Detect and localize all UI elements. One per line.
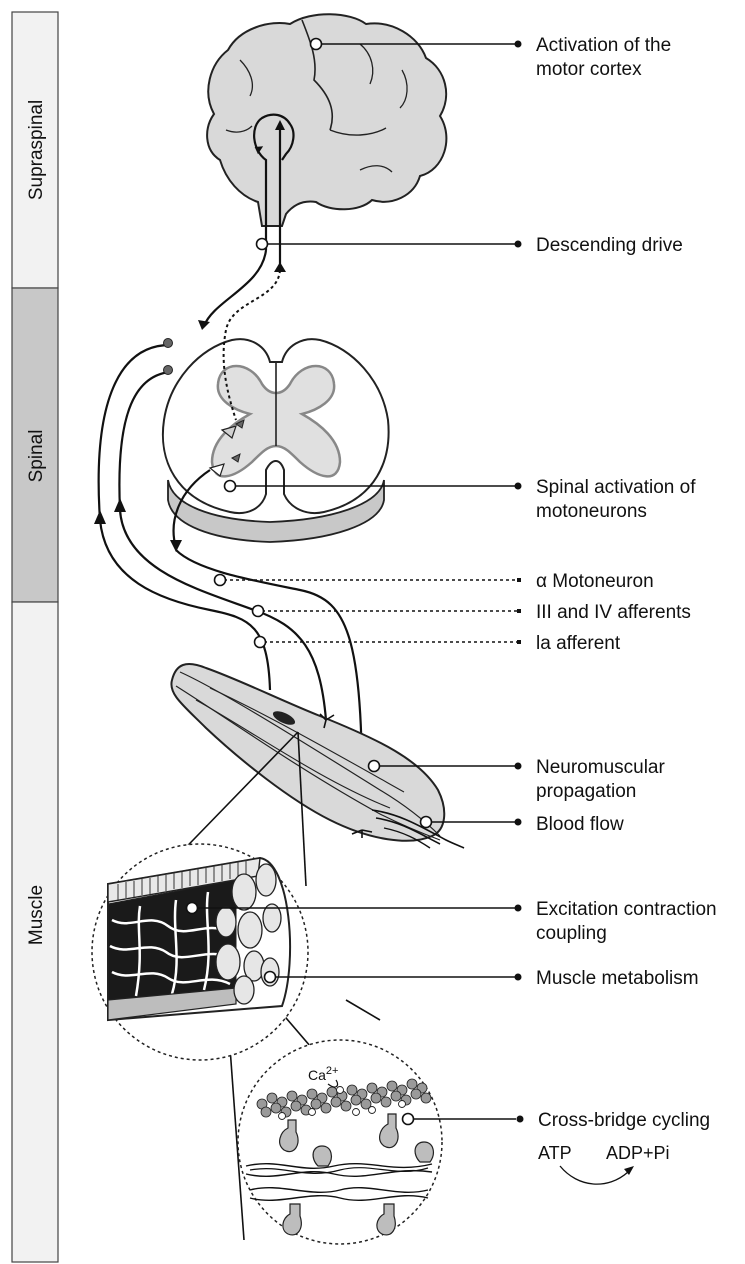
fibre-end-4: [238, 912, 262, 948]
label-ecc-line2: coupling: [536, 923, 607, 944]
node-metabolism: [265, 972, 276, 983]
marker-alpha-motoneuron: [517, 578, 521, 582]
level-bands: Supraspinal Spinal Muscle: [12, 12, 58, 1262]
band-label-supraspinal: Supraspinal: [26, 100, 47, 200]
fibre-end-3: [216, 907, 236, 937]
calcium-label-base: Ca: [308, 1067, 326, 1083]
label-afferents-34: III and IV afferents: [536, 602, 691, 623]
label-afferents-34-line1: III and IV afferents: [536, 602, 691, 623]
sensory-dot-1: [164, 339, 173, 348]
fibre-end-8: [234, 976, 254, 1004]
bullet-blood-flow: [515, 819, 522, 826]
marker-afferents-34: [517, 609, 521, 613]
fibre-end-6: [216, 944, 240, 980]
calcium-label-charge: 2+: [326, 1065, 339, 1077]
node-crossbridge: [403, 1114, 414, 1125]
label-blood-flow: Blood flow: [536, 814, 624, 835]
label-alpha-motoneuron-line1: α Motoneuron: [536, 571, 654, 592]
band-label-spinal: Spinal: [26, 430, 47, 483]
label-ia-afferent-line1: la afferent: [536, 633, 621, 654]
label-neuromuscular: Neuromuscular propagation: [536, 757, 670, 802]
bullet-crossbridge: [517, 1116, 524, 1123]
node-blood-flow: [421, 817, 432, 828]
bullet-motor-cortex: [515, 41, 522, 48]
node-ia-afferent: [255, 637, 266, 648]
label-neuromuscular-line2: propagation: [536, 781, 636, 802]
node-ecc: [187, 903, 198, 914]
node-alpha-motoneuron: [215, 575, 226, 586]
crossbridge-inset: Ca2+: [238, 1040, 442, 1244]
label-descending-drive: Descending drive: [536, 235, 683, 256]
node-descending-drive: [257, 239, 268, 250]
label-neuromuscular-line1: Neuromuscular: [536, 757, 665, 778]
spinal-cord: [163, 339, 389, 542]
bullet-spinal-activation: [515, 483, 522, 490]
node-spinal-activation: [225, 481, 236, 492]
label-metabolism: Muscle metabolism: [536, 968, 699, 989]
label-descending-drive-line1: Descending drive: [536, 235, 683, 256]
label-motor-cortex-line2: motor cortex: [536, 59, 642, 80]
label-spinal-activation-line2: motoneurons: [536, 501, 647, 522]
marker-ia-afferent: [517, 640, 521, 644]
label-motor-cortex-line1: Activation of the: [536, 35, 671, 56]
bullet-metabolism: [515, 974, 522, 981]
sensory-dot-2: [164, 366, 173, 375]
label-crossbridge: Cross-bridge cycling: [538, 1110, 710, 1131]
label-blood-flow-line1: Blood flow: [536, 814, 624, 835]
label-metabolism-line1: Muscle metabolism: [536, 968, 699, 989]
label-ecc-line1: Excitation contraction: [536, 899, 717, 920]
label-alpha-motoneuron: α Motoneuron: [536, 571, 654, 592]
band-label-muscle: Muscle: [26, 885, 47, 945]
bullet-ecc: [515, 905, 522, 912]
node-neuromuscular: [369, 761, 380, 772]
brain: [207, 14, 446, 270]
atp-label: ATP: [538, 1143, 572, 1163]
label-spinal-activation: Spinal activation of motoneurons: [536, 477, 701, 522]
label-spinal-activation-line1: Spinal activation of: [536, 477, 696, 498]
label-crossbridge-line1: Cross-bridge cycling: [538, 1110, 710, 1131]
bullet-neuromuscular: [515, 763, 522, 770]
node-afferents-34: [253, 606, 264, 617]
fibre-end-1: [232, 874, 256, 910]
reaction-arrow: [560, 1166, 628, 1184]
node-motor-cortex: [311, 39, 322, 50]
fibre-bundle: [92, 844, 308, 1060]
fibre-end-2: [256, 864, 276, 896]
label-motor-cortex: Activation of the motor cortex: [536, 35, 676, 80]
adp-label: ADP+Pi: [606, 1143, 670, 1163]
label-ia-afferent: la afferent: [536, 633, 621, 654]
label-ecc: Excitation contraction coupling: [536, 899, 722, 944]
bullet-descending-drive: [515, 241, 522, 248]
